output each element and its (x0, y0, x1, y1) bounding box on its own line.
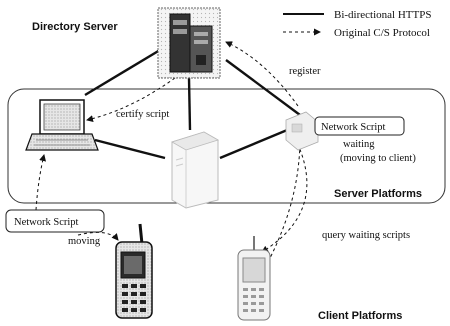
query-waiting-scripts-label: query waiting scripts (322, 230, 410, 241)
server-box-icon (171, 131, 219, 209)
link-directory-center (187, 77, 192, 131)
protocol-links (35, 41, 308, 263)
legend-dashed-label: Original C/S Protocol (334, 27, 430, 39)
moving-arrow-to-laptop (35, 154, 47, 211)
server-platforms-region (7, 88, 446, 204)
network-script-box-server (314, 116, 405, 136)
client-platforms-title: Client Platforms (318, 310, 402, 322)
legend-solid-label: Bi-directional HTTPS (334, 9, 431, 21)
link-laptop-center (94, 138, 166, 160)
network-script-label-server: Network Script (321, 122, 386, 133)
moving-to-client-label: (moving to client) (340, 153, 416, 164)
moving-label: moving (68, 236, 101, 247)
small-device-icon (285, 111, 319, 151)
waiting-label: waiting (343, 139, 375, 150)
server-platforms-title: Server Platforms (334, 188, 422, 200)
moving-arrow-to-phone (77, 231, 119, 241)
register-arrow (225, 41, 299, 107)
link-center-right (219, 126, 293, 160)
register-label: register (289, 66, 321, 77)
https-links (84, 48, 301, 160)
link-directory-right (225, 59, 301, 116)
network-script-box-client (5, 209, 105, 233)
query-arrow (267, 137, 304, 263)
laptop-icon (25, 99, 99, 151)
waiting-to-phone-arrow (261, 137, 308, 253)
legend: Bi-directional HTTPS Original C/S Protoc… (283, 9, 431, 39)
server-tower-icon (157, 7, 221, 79)
certify-script-label: certify script (116, 109, 169, 120)
link-directory-laptop (84, 48, 161, 97)
network-script-label-client: Network Script (14, 217, 79, 228)
mobile-phone-icon-left (115, 223, 153, 319)
mobile-phone-icon-right (237, 236, 271, 321)
directory-server-title: Directory Server (32, 21, 118, 33)
